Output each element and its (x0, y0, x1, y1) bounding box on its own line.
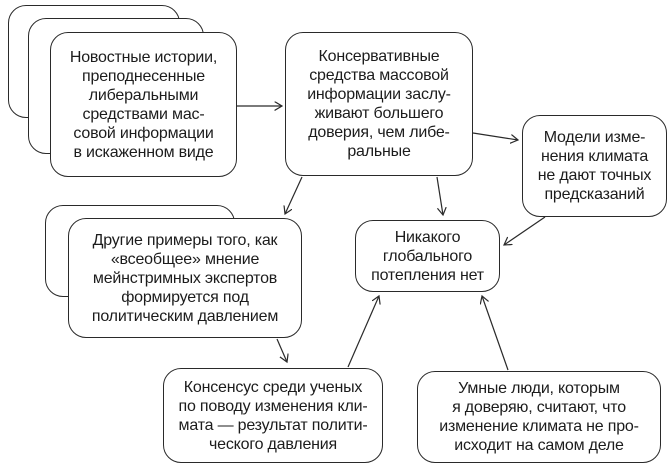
node-climate-models: Модели изме- нения климата не дают точны… (522, 115, 667, 217)
edge-smartpeople-to-nowarming (482, 296, 509, 371)
node-climate-models-label: Модели изме- нения климата не дают точны… (537, 129, 652, 203)
edge-models-to-nowarming (504, 216, 546, 245)
edge-consensus-to-nowarming (347, 296, 379, 368)
node-smart-people-label: Умные люди, которым я доверяю, считают, … (439, 380, 639, 454)
node-news-stories-label: Новостные истории, преподнесенные либера… (69, 48, 218, 161)
edge-conservative-to-nowarming (436, 176, 443, 215)
edge-examples-to-consensus (276, 338, 287, 362)
edge-conservative-to-examples (285, 176, 303, 214)
node-consensus-pressure-label: Консенсус среди ученых по поводу изменен… (178, 378, 368, 453)
edge-conservative-to-models (472, 132, 518, 140)
node-other-examples-label: Другие примеры того, как «всеобщее» мнен… (91, 231, 279, 325)
node-smart-people: Умные люди, которым я доверяю, считают, … (417, 371, 661, 463)
node-other-examples: Другие примеры того, как «всеобщее» мнен… (68, 218, 302, 338)
node-no-global-warming-label: Никакого глобального потепления нет (371, 228, 484, 284)
node-news-stories: Новостные истории, преподнесенные либера… (50, 32, 237, 177)
node-conservative-media-label: Консервативные средства массовой информа… (307, 48, 451, 160)
node-no-global-warming: Никакого глобального потепления нет (355, 220, 500, 292)
node-consensus-pressure: Консенсус среди ученых по поводу изменен… (163, 368, 383, 463)
node-conservative-media: Консервативные средства массовой информа… (285, 32, 473, 176)
